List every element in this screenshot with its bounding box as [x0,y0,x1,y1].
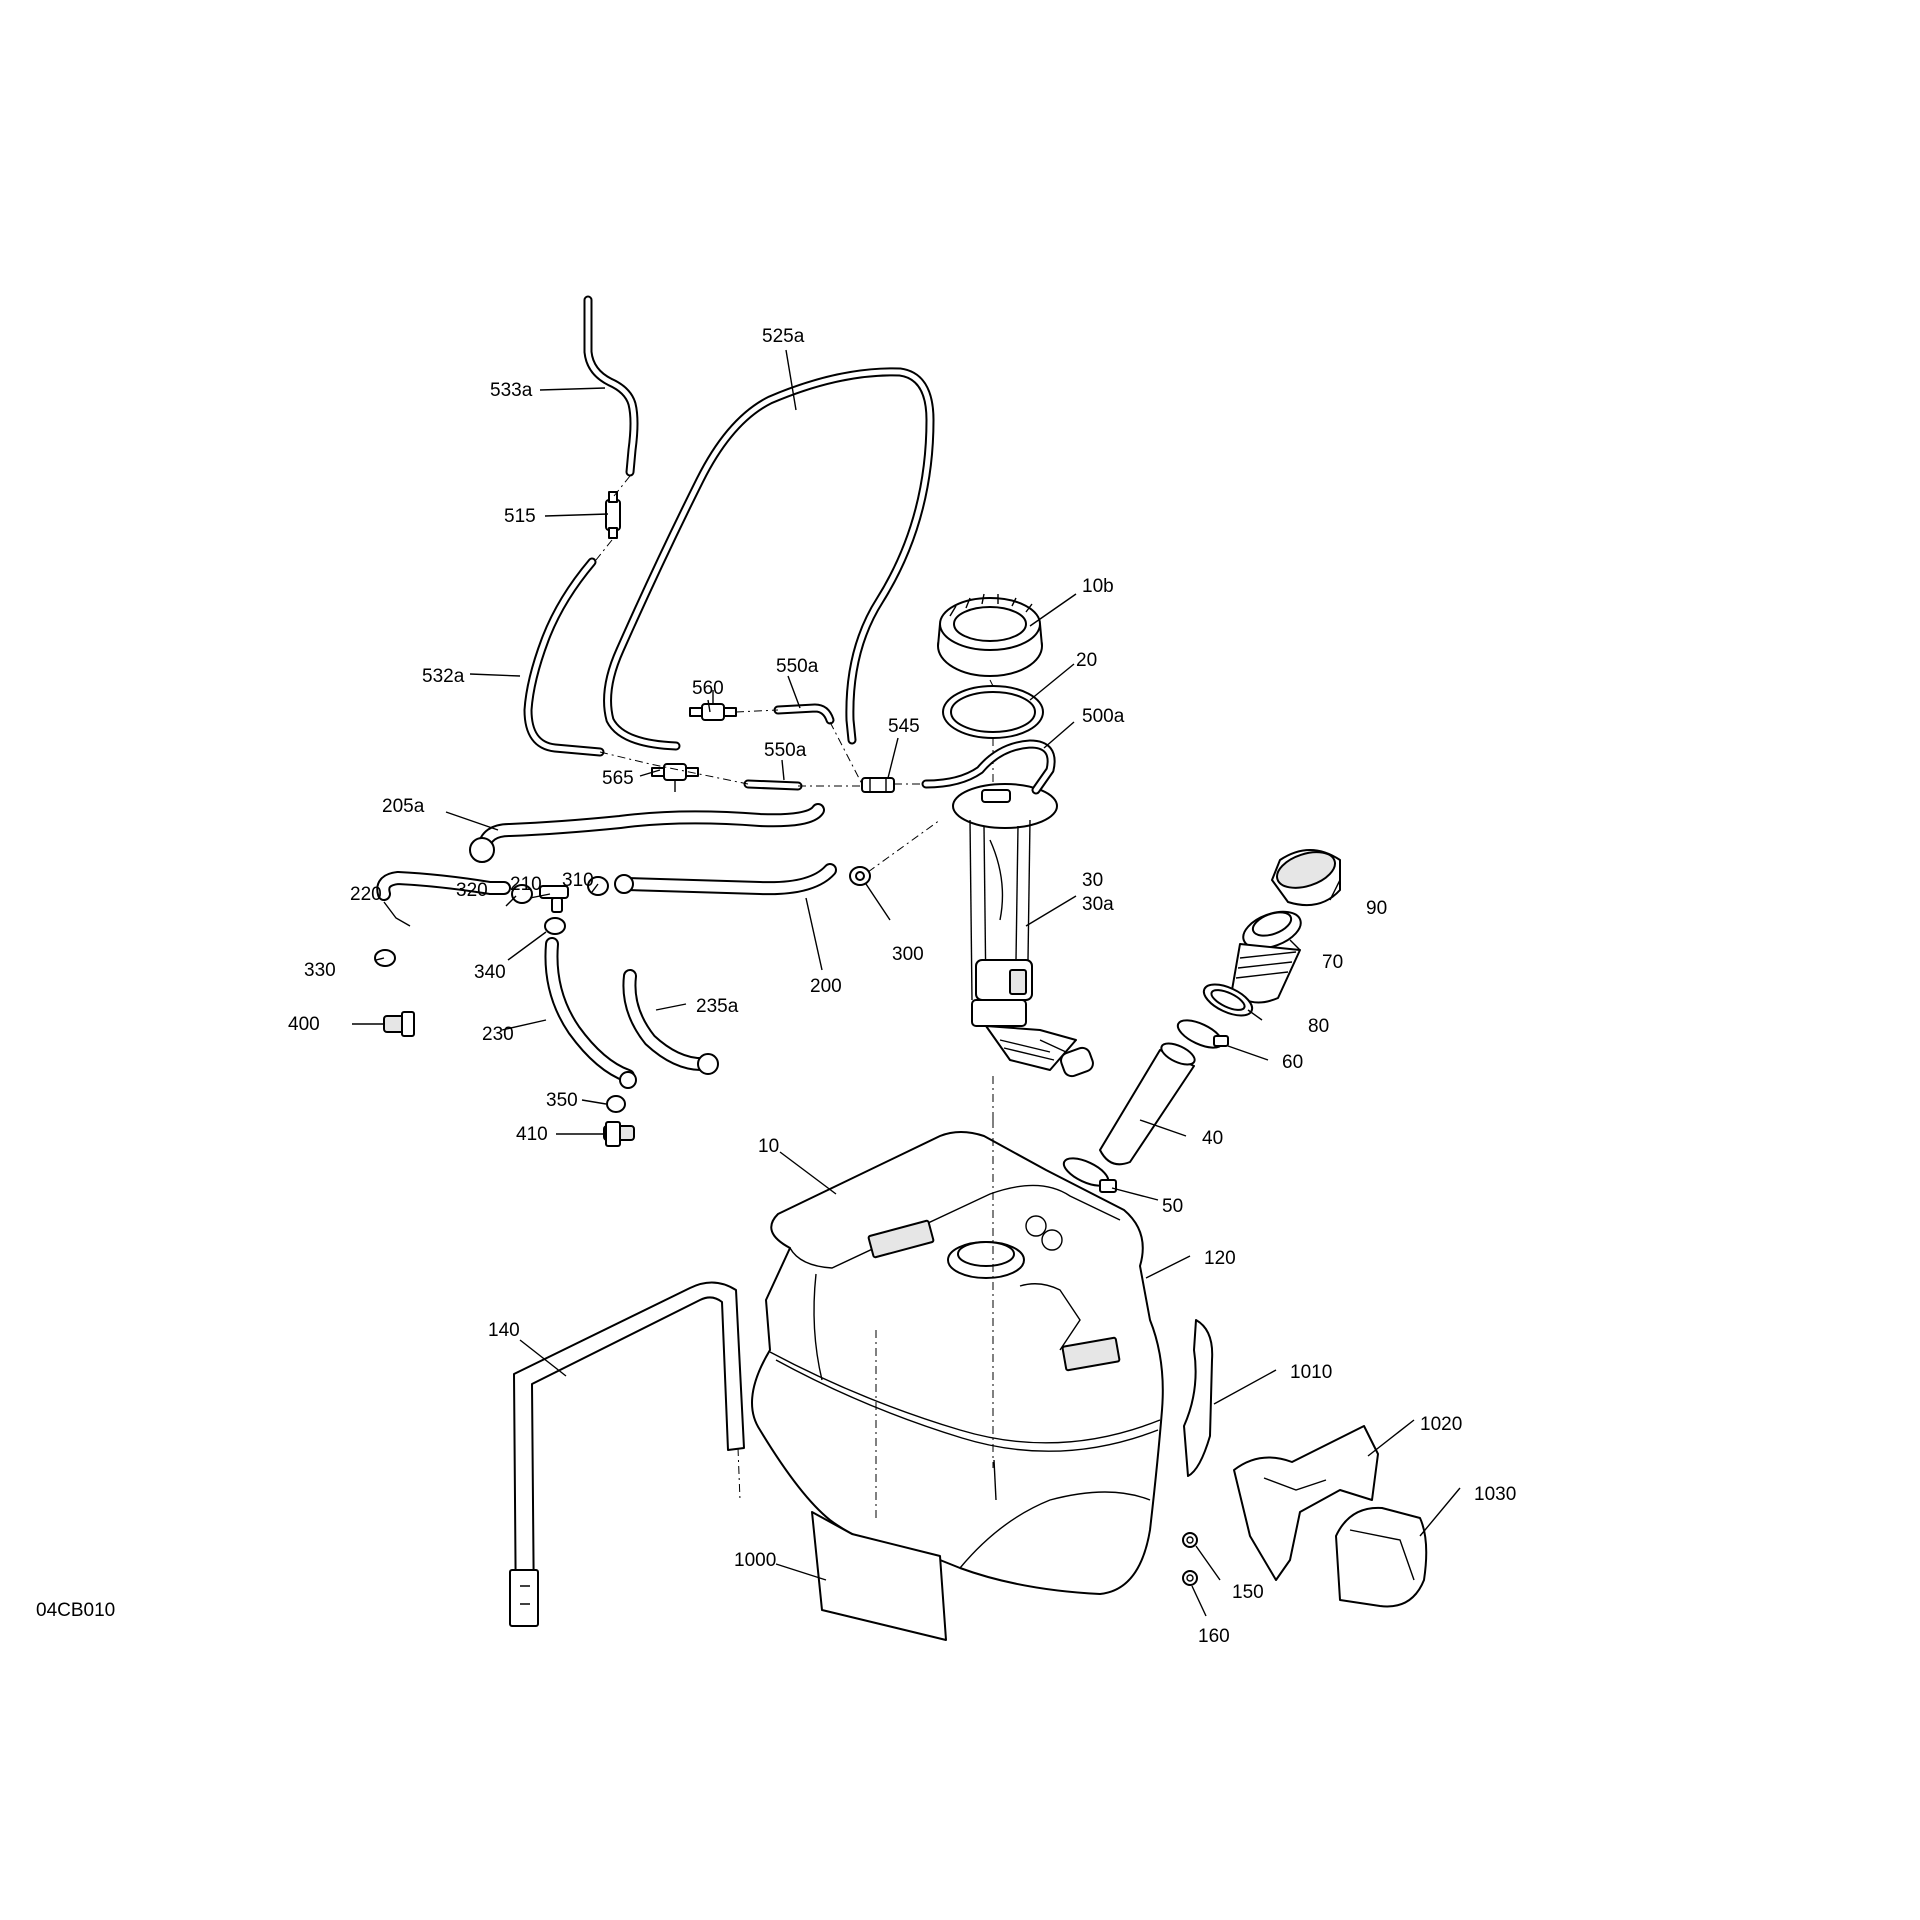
callout-500a: 500a [1082,706,1125,727]
hose-235a [622,969,719,1075]
callout-320: 320 [456,880,488,901]
callout-160: 160 [1198,1626,1230,1647]
leader-lines [352,349,1461,1617]
callout-1020: 1020 [1420,1414,1462,1435]
callout-340: 340 [474,962,506,983]
shield-1020 [1233,1425,1379,1581]
hose-230 [544,937,637,1089]
clamp-320 [511,884,533,904]
callout-200: 200 [810,976,842,997]
hose-200 [614,863,837,896]
clamp-340 [544,917,566,935]
callout-565: 565 [602,768,634,789]
callout-400: 400 [288,1014,320,1035]
callout-550a-lower: 550a [764,740,807,761]
callout-560: 560 [692,678,724,699]
callout-515: 515 [504,506,536,527]
nut-150 [1182,1532,1198,1548]
callout-545: 545 [888,716,920,737]
strap-140 [509,1281,745,1627]
heat-shield-1000 [811,1511,947,1641]
clamp-330 [374,949,396,967]
union-fitting-545 [861,777,895,793]
callout-1010: 1010 [1290,1362,1332,1383]
hose-532a [523,557,605,757]
hose-550a-lower [743,779,803,791]
hose-220 [376,871,511,901]
callout-230: 230 [482,1024,514,1045]
washer-160 [1182,1570,1198,1586]
callout-50: 50 [1162,1196,1183,1217]
clamp-350 [606,1095,626,1113]
lock-ring-10b [937,593,1043,677]
fuel-pump-module-30 [921,739,1094,1078]
callout-350: 350 [546,1090,578,1111]
fuel-tank-10 [751,1120,1164,1595]
callout-150: 150 [1232,1582,1264,1603]
fuel-cap-90 [1271,849,1341,906]
callout-30a: 30a [1082,894,1114,915]
callout-532a: 532a [422,666,465,687]
hose-533a [583,295,639,477]
filler-neck-70 [1231,910,1302,1004]
filler-hose-40 [1099,1042,1196,1166]
callout-10: 10 [758,1136,779,1157]
hose-525a [603,367,935,751]
callout-80: 80 [1308,1016,1329,1037]
callout-10b: 10b [1082,576,1114,597]
shield-1010 [1183,1319,1214,1477]
tee-fitting-560 [689,690,737,721]
callout-550a-upper: 550a [776,656,819,677]
callout-310: 310 [562,870,594,891]
callout-70: 70 [1322,952,1343,973]
callout-533a: 533a [490,380,533,401]
callout-235a: 235a [696,996,739,1017]
clamp-60 [1176,1019,1229,1049]
hose-205a [469,803,825,863]
clamp-80 [1202,983,1254,1017]
clamp-50 [1062,1157,1117,1193]
diagram-id: 04CB010 [36,1600,115,1621]
gasket-20 [942,685,1044,739]
callout-220: 220 [350,884,382,905]
callout-205a: 205a [382,796,425,817]
callout-300: 300 [892,944,924,965]
callout-60: 60 [1282,1052,1303,1073]
check-valve-515 [605,491,621,539]
fitting-410 [603,1121,635,1147]
callout-140: 140 [488,1320,520,1341]
callout-20: 20 [1076,650,1097,671]
callout-120: 120 [1204,1248,1236,1269]
callout-90: 90 [1366,898,1387,919]
callout-410: 410 [516,1124,548,1145]
callout-40: 40 [1202,1128,1223,1149]
callout-525a: 525a [762,326,805,347]
callout-30: 30 [1082,870,1103,891]
fitting-400 [383,1011,415,1037]
fitting-300 [849,866,871,886]
callout-210: 210 [510,874,542,895]
hose-550a-upper [773,703,835,725]
callout-1000: 1000 [734,1550,776,1571]
callout-labels: 533a 525a 515 10b 20 532a 560 550a 545 5… [36,326,1516,1647]
callout-1030: 1030 [1474,1484,1516,1505]
tee-fitting-565 [651,763,699,792]
shield-1030 [1335,1506,1428,1608]
callout-330: 330 [304,960,336,981]
